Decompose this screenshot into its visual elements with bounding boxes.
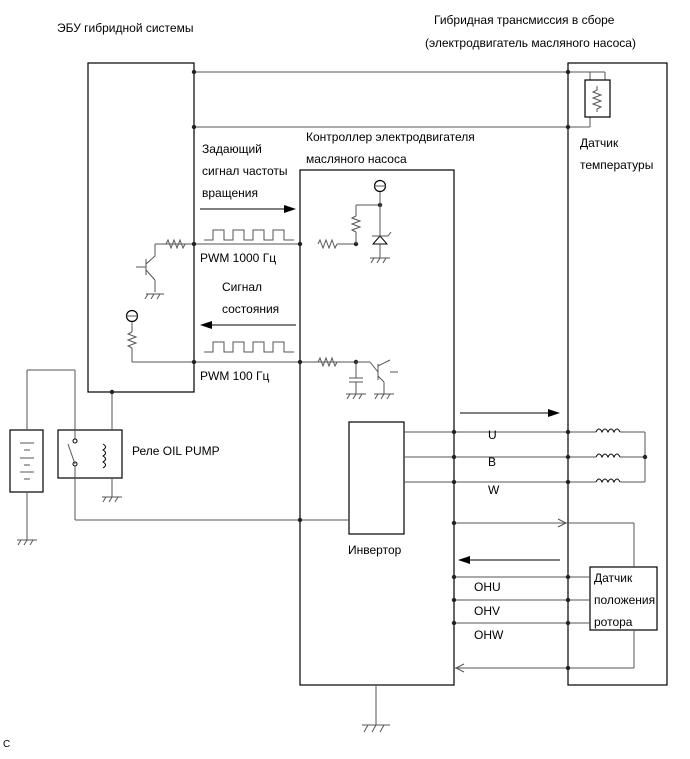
rotor-sensor-label-2: положения bbox=[594, 593, 656, 607]
phase-v-label: B bbox=[488, 455, 497, 469]
pwm-1000-label: PWM 1000 Гц bbox=[200, 251, 277, 265]
corner-mark: C bbox=[3, 739, 11, 750]
speed-signal-label-3: вращения bbox=[202, 186, 258, 200]
speed-signal-circuit bbox=[136, 179, 392, 300]
phase-w-label: W bbox=[488, 483, 500, 497]
temp-sensor-label-1: Датчик bbox=[580, 136, 619, 150]
transmission-box bbox=[567, 62, 668, 686]
rotor-sensor-box bbox=[589, 566, 658, 631]
relay-label: Реле OIL PUMP bbox=[132, 444, 220, 458]
status-signal-label-2: состояния bbox=[222, 302, 280, 316]
speed-signal-label-1: Задающий bbox=[202, 142, 262, 156]
motor-phase-lines bbox=[404, 409, 648, 485]
temp-sensor-label-2: температуры bbox=[580, 158, 654, 172]
transmission-subtitle: (электродвигатель масляного насоса) bbox=[425, 36, 636, 50]
speed-signal-label-2: сигнал частоты bbox=[202, 164, 288, 178]
status-signal-circuit bbox=[125, 309, 398, 400]
ohu-label: OHU bbox=[474, 580, 501, 594]
ecu-title: ЭБУ гибридной системы bbox=[57, 21, 194, 35]
ecu-box bbox=[87, 62, 195, 393]
controller-subtitle: масляного насоса bbox=[306, 152, 407, 166]
transmission-title: Гибридная трансмиссия в сборе bbox=[434, 13, 615, 27]
rotor-sensor-lines bbox=[451, 518, 635, 673]
phase-u-label: U bbox=[488, 428, 497, 442]
status-signal-label-1: Сигнал bbox=[222, 280, 263, 294]
controller-ground bbox=[362, 685, 390, 733]
rotor-sensor-label-1: Датчик bbox=[594, 571, 633, 585]
power-supply-circuit bbox=[9, 369, 349, 546]
inverter-box bbox=[348, 421, 405, 535]
ohw-label: OHW bbox=[474, 628, 504, 642]
controller-box bbox=[299, 169, 455, 686]
controller-title: Контроллер электродвигателя bbox=[306, 130, 475, 144]
rotor-sensor-label-3: ротора bbox=[594, 615, 633, 629]
ohv-label: OHV bbox=[474, 604, 501, 618]
pwm-100-label: PWM 100 Гц bbox=[200, 369, 270, 383]
temp-sensor-lines bbox=[191, 69, 606, 130]
thermistor-symbol bbox=[584, 79, 611, 118]
inverter-label: Инвертор bbox=[348, 543, 402, 557]
